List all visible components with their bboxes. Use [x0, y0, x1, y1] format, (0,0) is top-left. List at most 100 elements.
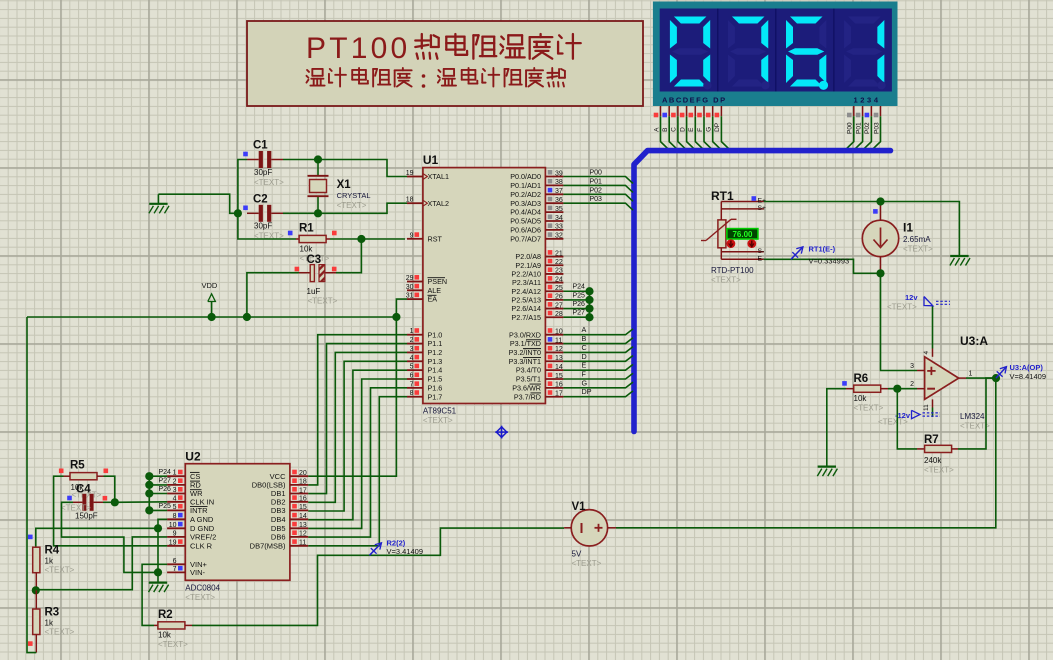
svg-text:<TEXT>: <TEXT> [158, 640, 188, 649]
svg-text:U3:A(OP): U3:A(OP) [1010, 363, 1044, 372]
svg-text:V=3.41409: V=3.41409 [387, 547, 424, 556]
svg-text:30: 30 [406, 284, 414, 291]
svg-text:RT1(E-): RT1(E-) [809, 245, 836, 254]
svg-text:16: 16 [299, 496, 307, 503]
svg-text:30pF: 30pF [254, 222, 272, 231]
svg-text:17: 17 [299, 487, 307, 494]
svg-text:1: 1 [173, 470, 177, 477]
svg-text:7: 7 [173, 566, 177, 573]
svg-text:DB1: DB1 [271, 489, 286, 498]
svg-text:P01: P01 [590, 178, 603, 185]
svg-text:P00: P00 [847, 122, 854, 134]
svg-text:10: 10 [555, 329, 563, 336]
svg-text:R5: R5 [70, 460, 85, 472]
svg-text:15: 15 [555, 373, 563, 380]
svg-text:WR: WR [190, 489, 203, 498]
svg-text:<TEXT>: <TEXT> [337, 201, 367, 210]
svg-text:P3.2/INT0: P3.2/INT0 [509, 348, 541, 357]
svg-text:5V: 5V [572, 550, 582, 559]
svg-text:G: G [582, 378, 588, 387]
svg-text:DB7(MSB): DB7(MSB) [250, 541, 286, 550]
svg-text:P26: P26 [159, 486, 172, 493]
svg-text:5: 5 [410, 364, 414, 371]
svg-text:<TEXT>: <TEXT> [854, 404, 884, 413]
svg-text:P3.7/RD: P3.7/RD [514, 392, 541, 401]
svg-text:RST: RST [428, 234, 443, 243]
svg-text:DB4: DB4 [271, 515, 286, 524]
svg-text:C2: C2 [253, 193, 268, 205]
svg-text:13: 13 [555, 355, 563, 362]
svg-text:3: 3 [910, 363, 914, 370]
svg-text:G: G [706, 127, 713, 132]
svg-text:A GND: A GND [190, 515, 214, 524]
svg-text:27: 27 [555, 302, 563, 309]
svg-text:X1: X1 [337, 179, 352, 191]
svg-text:P3.4/T0: P3.4/T0 [516, 366, 541, 375]
svg-text:17: 17 [555, 391, 563, 398]
svg-text:R6: R6 [854, 373, 869, 385]
svg-text:E: E [688, 127, 695, 132]
svg-text:P0.7/AD7: P0.7/AD7 [510, 234, 541, 243]
svg-text:R7: R7 [924, 434, 939, 446]
svg-text:9: 9 [173, 530, 177, 537]
svg-text:P1.1: P1.1 [428, 339, 443, 348]
svg-text:DB5: DB5 [271, 524, 286, 533]
svg-text:U1: U1 [423, 153, 439, 167]
svg-text:P0.4/AD4: P0.4/AD4 [510, 208, 541, 217]
svg-text:R1: R1 [299, 223, 314, 235]
svg-text:16: 16 [555, 382, 563, 389]
svg-text:XTAL2: XTAL2 [428, 199, 449, 208]
svg-text:P02: P02 [864, 122, 871, 134]
svg-text:VDD: VDD [202, 281, 218, 290]
svg-text:INTR: INTR [190, 506, 208, 515]
svg-text:B: B [582, 334, 587, 343]
svg-text:P1.6: P1.6 [428, 383, 443, 392]
svg-text:1234: 1234 [854, 96, 881, 105]
svg-text:15: 15 [299, 504, 307, 511]
svg-text:10k: 10k [158, 631, 172, 640]
svg-text:P0.0/AD0: P0.0/AD0 [510, 172, 541, 181]
svg-text:12: 12 [555, 346, 563, 353]
svg-text:ADC0804: ADC0804 [185, 584, 220, 593]
svg-text:P2.4/A12: P2.4/A12 [511, 287, 541, 296]
svg-text:<TEXT>: <TEXT> [254, 232, 284, 241]
svg-text:A: A [653, 127, 660, 132]
svg-text:6: 6 [410, 373, 414, 380]
svg-text:R4: R4 [45, 545, 60, 557]
svg-text:A: A [582, 325, 587, 334]
svg-text:ABCDEFG DP: ABCDEFG DP [662, 96, 727, 105]
svg-text:<TEXT>: <TEXT> [903, 245, 933, 254]
svg-text:PT100: PT100 [306, 32, 410, 65]
svg-text:AT89C51: AT89C51 [423, 407, 457, 416]
svg-text:<TEXT>: <TEXT> [887, 303, 917, 312]
svg-text:C: C [582, 343, 587, 352]
svg-text:2.65mA: 2.65mA [903, 235, 931, 244]
svg-text:CRYSTAL: CRYSTAL [337, 191, 371, 200]
svg-text:<TEXT>: <TEXT> [711, 276, 741, 285]
svg-text:11: 11 [555, 337, 562, 344]
svg-text:R2(2): R2(2) [387, 539, 406, 548]
svg-text:4: 4 [410, 355, 414, 362]
svg-text:P3.0/RXD: P3.0/RXD [509, 330, 541, 339]
svg-text:35: 35 [555, 206, 563, 213]
svg-text:13: 13 [299, 522, 307, 529]
svg-text:F: F [697, 128, 704, 132]
svg-text:36: 36 [555, 197, 563, 204]
svg-text:18: 18 [406, 197, 414, 204]
svg-text:<TEXT>: <TEXT> [72, 491, 102, 500]
svg-text:P1.2: P1.2 [428, 348, 443, 357]
svg-text:2: 2 [410, 337, 414, 344]
svg-text:11: 11 [299, 540, 306, 547]
svg-text:21: 21 [555, 250, 563, 257]
svg-text:DP: DP [582, 387, 592, 396]
svg-text:P0.6/AD6: P0.6/AD6 [510, 226, 541, 235]
svg-text:39: 39 [555, 170, 563, 177]
svg-text:26: 26 [555, 294, 563, 301]
svg-text:P24: P24 [159, 469, 172, 476]
svg-text:P3.1/TXD: P3.1/TXD [510, 339, 541, 348]
svg-text:P26: P26 [573, 301, 586, 308]
svg-text:P1.3: P1.3 [428, 357, 443, 366]
svg-text:2: 2 [173, 478, 177, 485]
svg-text:P27: P27 [159, 478, 172, 485]
svg-text:150pF: 150pF [75, 512, 98, 521]
